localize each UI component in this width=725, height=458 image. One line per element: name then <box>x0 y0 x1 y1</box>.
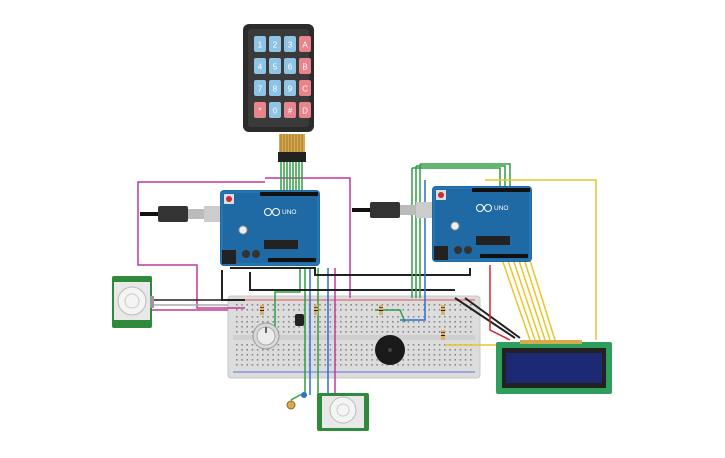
keypad-key-label: 9 <box>288 85 293 94</box>
keypad-key[interactable] <box>269 58 281 74</box>
keypad-key-label: 0 <box>273 107 278 116</box>
keypad-key[interactable] <box>254 58 266 74</box>
arduino-logo-icon <box>476 204 492 212</box>
keypad-key[interactable] <box>299 102 311 118</box>
arduino-uno-label: UNO <box>494 205 508 212</box>
keypad-key[interactable] <box>254 102 266 118</box>
resistor <box>441 305 445 315</box>
keypad-key-label: 5 <box>273 63 278 72</box>
keypad-key-label: 6 <box>288 63 293 72</box>
photoresistor[interactable] <box>286 392 307 410</box>
resistor <box>441 330 445 340</box>
arduino-uno-left[interactable]: UNO <box>220 190 320 266</box>
lcd-display[interactable] <box>496 340 612 394</box>
pir-sensor-left[interactable] <box>112 276 154 328</box>
keypad-key[interactable] <box>299 58 311 74</box>
wiring <box>137 160 597 396</box>
resistors <box>260 305 445 340</box>
resistor <box>379 305 383 315</box>
keypad-key-label: 2 <box>273 41 278 50</box>
potentiometer[interactable] <box>252 322 280 350</box>
keypad-key-label: C <box>302 85 308 94</box>
keypad-key[interactable] <box>284 80 296 96</box>
keypad-key-label: 3 <box>288 41 293 50</box>
keypad-key-label: 7 <box>258 85 263 94</box>
arduino-logo-icon <box>264 208 280 216</box>
keypad-key[interactable] <box>254 36 266 52</box>
keypad-key[interactable] <box>284 102 296 118</box>
keypad-key[interactable] <box>299 36 311 52</box>
keypad-key[interactable] <box>299 80 311 96</box>
keypad-key-label: 8 <box>273 85 278 94</box>
keypad-key-label: D <box>302 107 308 116</box>
pir-sensor-bottom[interactable] <box>317 393 369 431</box>
keypad-key[interactable] <box>284 36 296 52</box>
wire-magenta-left <box>137 181 265 309</box>
keypad-key-label: * <box>258 107 261 116</box>
piezo-buzzer[interactable] <box>375 335 405 365</box>
keypad-key[interactable] <box>269 80 281 96</box>
keypad-key[interactable] <box>254 80 266 96</box>
arduino-uno-label: UNO <box>282 209 296 216</box>
keypad-key[interactable] <box>284 58 296 74</box>
keypad-key-label: 1 <box>258 41 263 50</box>
usb-cable-right <box>352 202 432 218</box>
usb-cable-left <box>140 206 220 222</box>
resistor <box>314 305 318 315</box>
keypad-key-label: A <box>302 41 308 50</box>
keypad-key-label: B <box>302 63 307 72</box>
temperature-sensor[interactable] <box>295 314 304 326</box>
keypad-key-label: 4 <box>258 63 263 72</box>
keypad-key[interactable] <box>269 102 281 118</box>
resistor <box>260 305 264 315</box>
arduino-uno-right[interactable]: UNO <box>432 186 532 262</box>
keypad-key-label: # <box>288 107 293 116</box>
keypad-key[interactable] <box>269 36 281 52</box>
